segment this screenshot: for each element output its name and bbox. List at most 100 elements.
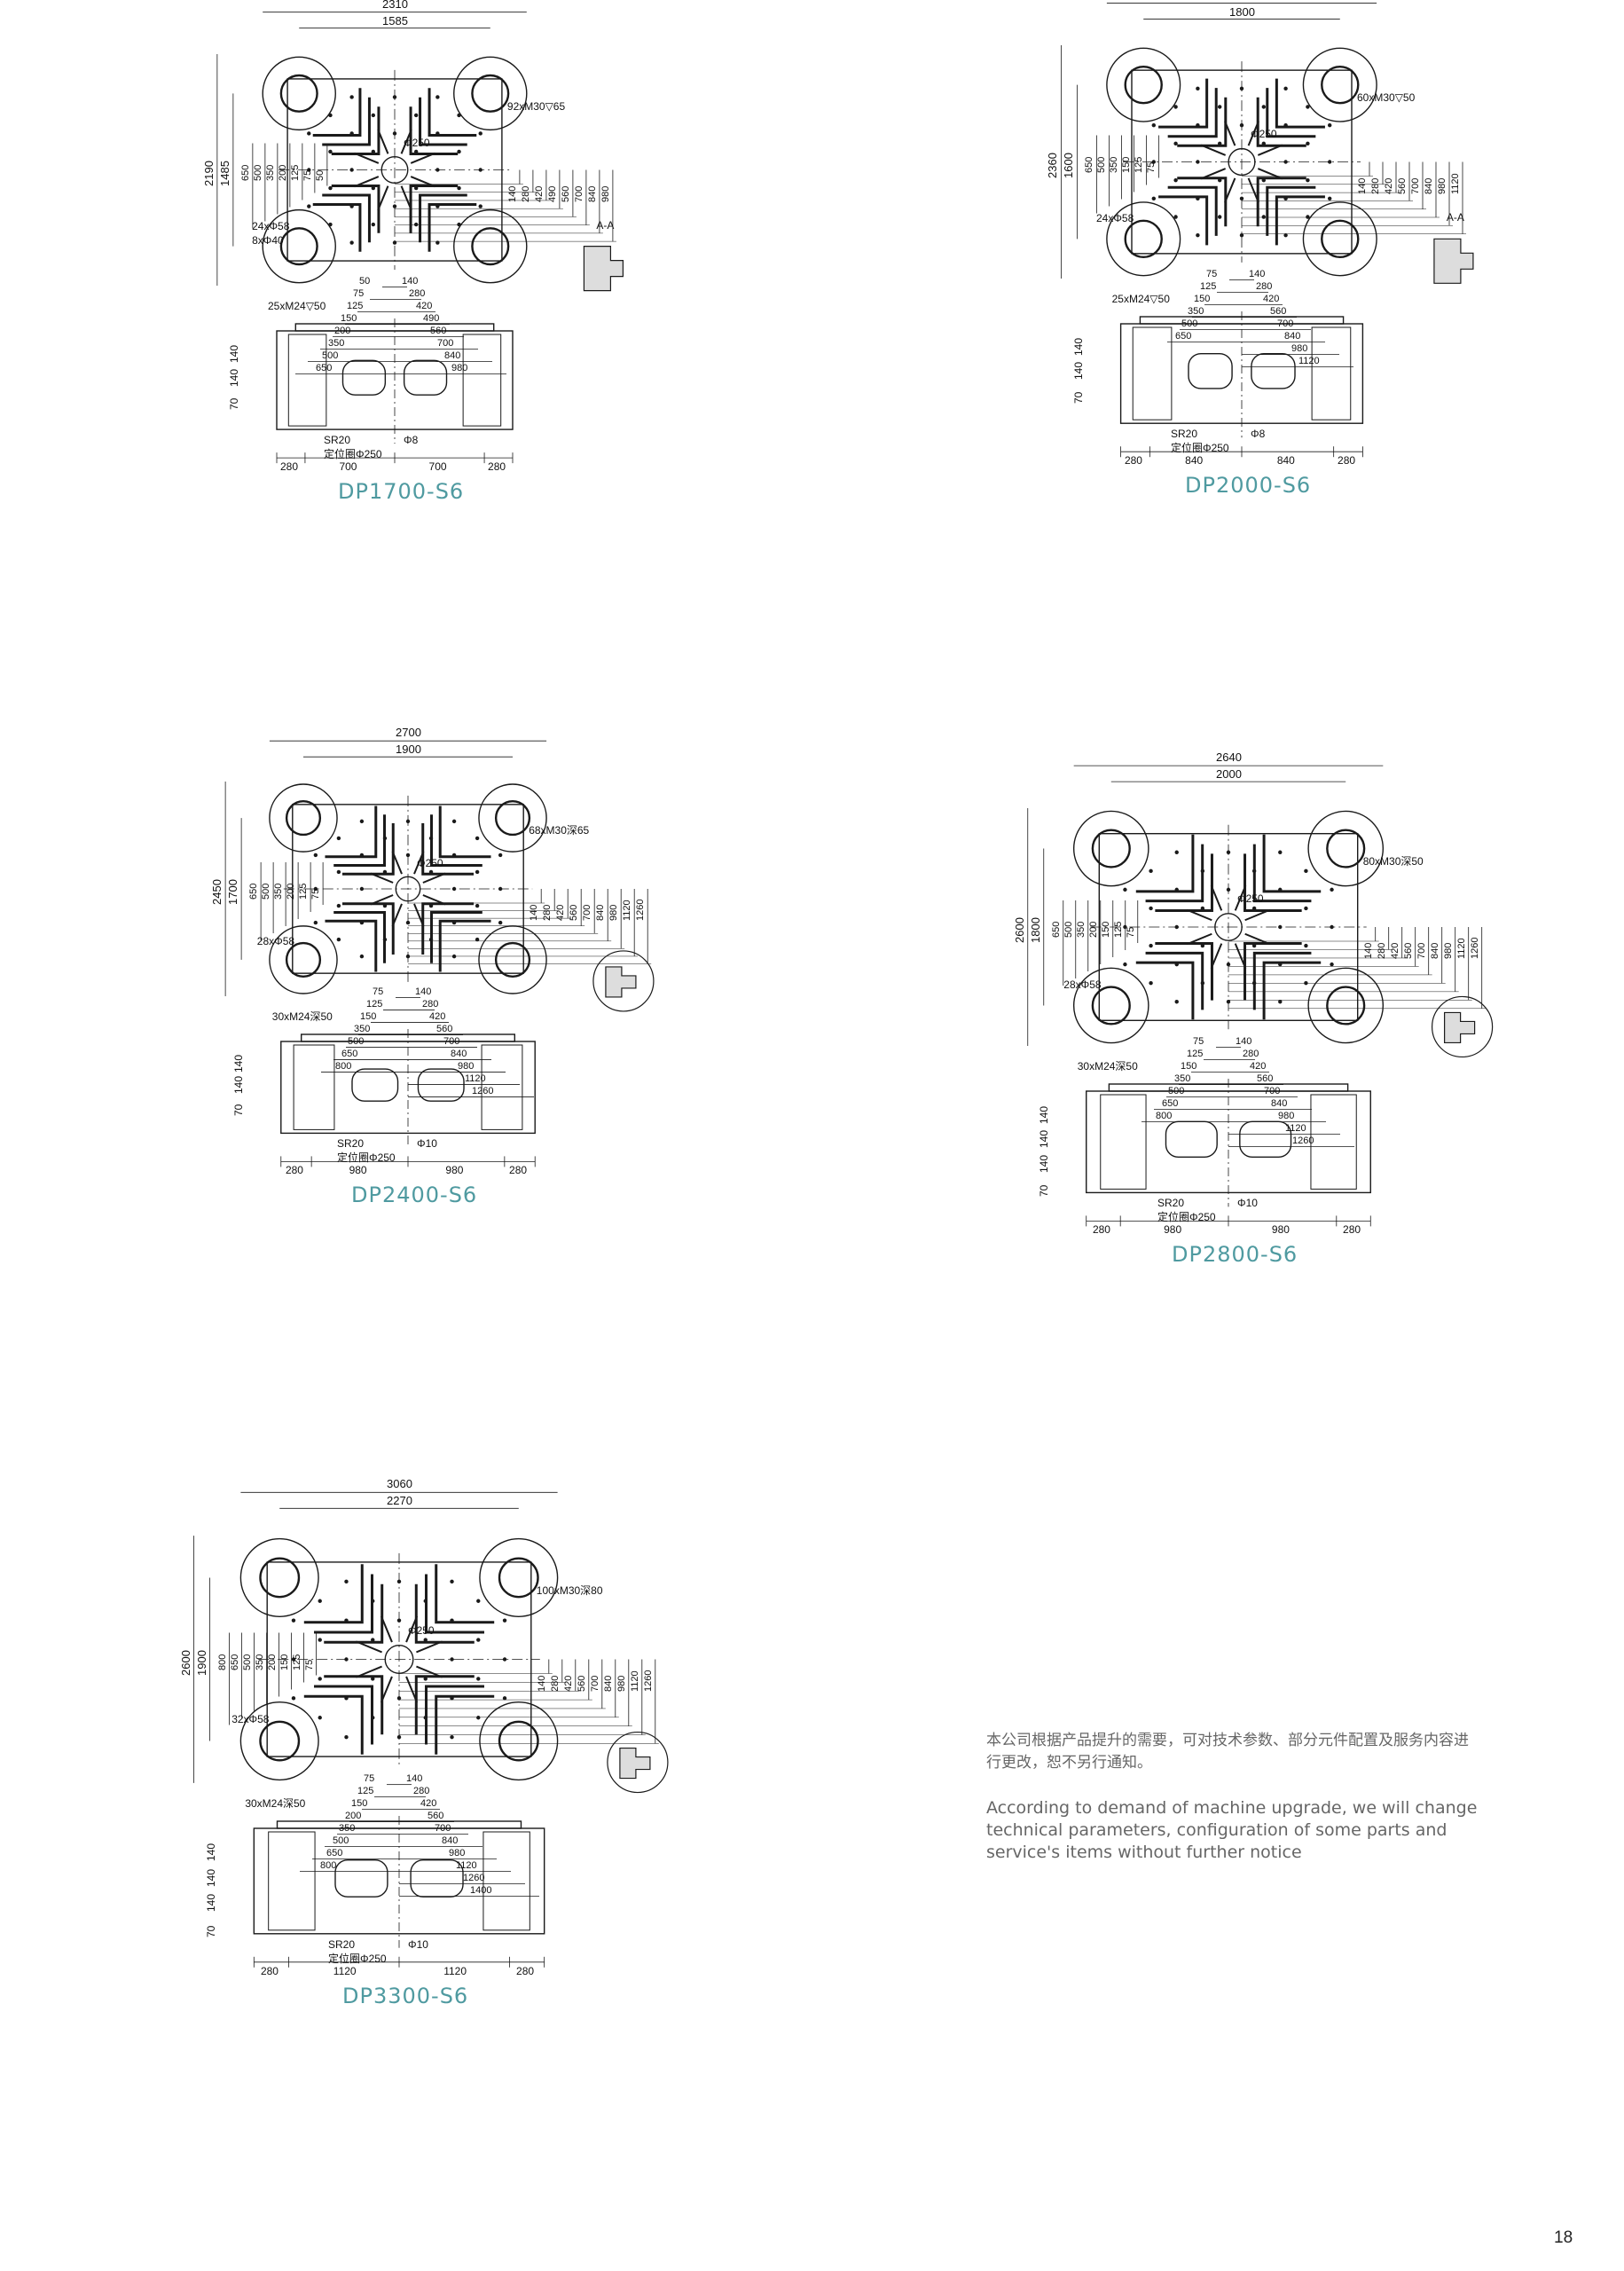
screw-hole <box>382 836 388 841</box>
screw-hole <box>1304 906 1308 911</box>
radial-slot <box>1234 943 1247 970</box>
screw-hole <box>1239 122 1244 128</box>
radial-slot <box>370 872 394 884</box>
callout-locating-ring: 定位圈Φ250 <box>324 448 382 461</box>
dim-text-bottom-right: 980 <box>1278 1110 1295 1121</box>
screw-hole <box>396 1734 402 1740</box>
dim-text-tie-bar-h: 1900 <box>396 743 421 757</box>
callout-center-hole: Φ250 <box>417 856 443 869</box>
radial-slot <box>405 1615 419 1643</box>
screw-hole <box>1239 232 1244 238</box>
front-view-dp2800 <box>1072 810 1385 1044</box>
dim-text-right: 840 <box>602 1675 614 1692</box>
screw-hole <box>428 836 434 841</box>
model-title-dp1700: DP1700-S6 <box>338 479 465 505</box>
l-slot <box>428 203 477 252</box>
dim-text-bottom-right: 1120 <box>1298 355 1320 366</box>
dim-text-bottom: 125 <box>366 998 383 1010</box>
screw-hole <box>457 185 461 191</box>
screw-hole <box>371 1716 375 1720</box>
screw-hole <box>1149 868 1153 874</box>
callout-screw-holes: 60xM30▽50 <box>1357 90 1416 104</box>
tie-bar-hole <box>1321 219 1360 259</box>
screw-hole <box>1330 887 1334 892</box>
side-window-right <box>417 1068 465 1102</box>
tie-bar-hole <box>498 1557 539 1599</box>
callout-ejector-hole: Φ10 <box>1237 1197 1258 1210</box>
dim-text-bottom: 200 <box>334 325 351 336</box>
l-slot <box>435 1694 495 1755</box>
screw-hole <box>1251 868 1257 874</box>
section-mark: A-A <box>1446 211 1464 224</box>
tie-bar-hole <box>1091 986 1131 1025</box>
t-slot-section <box>1433 238 1474 284</box>
screw-hole <box>1278 1000 1283 1004</box>
side-dim-text-bottom: 280 <box>279 460 298 474</box>
dim-text-left: 75 <box>303 1659 315 1670</box>
radial-slot <box>354 152 380 164</box>
screw-hole <box>1218 215 1222 219</box>
dim-text-bottom: 500 <box>1168 1085 1185 1096</box>
section-detail <box>1433 238 1474 284</box>
screw-hole <box>371 113 376 118</box>
dim-text-bottom-right: 1400 <box>470 1884 492 1896</box>
side-window-left <box>341 359 387 396</box>
side-dim-text-bottom: 980 <box>445 1164 464 1177</box>
screw-hole <box>1306 105 1310 109</box>
l-slot <box>1167 185 1218 236</box>
side-window-right <box>403 359 448 396</box>
l-slot <box>421 902 475 955</box>
side-dim-text-bottom: 280 <box>509 1164 528 1177</box>
callout-sphere-radius: SR20 <box>324 434 351 447</box>
screw-hole <box>1283 86 1288 91</box>
radial-slot <box>416 1665 443 1678</box>
side-dim-text-bottom: 1120 <box>333 1964 357 1977</box>
page-number: 18 <box>1554 2228 1573 2247</box>
side-dim-text-left: 70 <box>205 1925 218 1937</box>
l-slot <box>435 1564 495 1624</box>
dim-text-bottom-right: 840 <box>444 350 461 361</box>
screw-hole <box>349 204 354 208</box>
dim-text-left: 800 <box>216 1654 228 1670</box>
side-left-block <box>1132 326 1173 420</box>
l-slot <box>1135 961 1195 1020</box>
side-left-block <box>268 1831 316 1931</box>
screw-hole <box>1278 962 1283 967</box>
l-slot <box>425 1574 484 1634</box>
side-dim-text-bottom: 700 <box>339 460 357 474</box>
dim-text-bottom-right: 1260 <box>463 1872 485 1883</box>
l-slot <box>1145 951 1204 1010</box>
side-right-block <box>462 334 502 427</box>
dim-text-bottom-right: 420 <box>429 1010 446 1022</box>
dim-text-bottom-right: 560 <box>436 1023 453 1034</box>
notice-chinese: 本公司根据产品提升的需要，可对技术参数、部分元件配置及服务内容进行更改，恕不另行… <box>986 1732 1469 1772</box>
dim-text-bottom-right: 840 <box>1284 330 1301 342</box>
screw-hole <box>371 185 376 191</box>
callout-center-hole: Φ250 <box>1237 892 1264 906</box>
radial-slot <box>1186 908 1212 922</box>
dim-text-bottom: 150 <box>341 312 357 324</box>
screw-hole <box>475 836 480 841</box>
screw-hole <box>291 1696 296 1701</box>
screw-hole <box>382 937 388 942</box>
side-right-block <box>481 1044 523 1130</box>
dim-text-bottom-right: 280 <box>1256 280 1273 292</box>
screw-hole <box>1283 160 1288 164</box>
screw-hole <box>476 1638 481 1642</box>
screw-hole <box>307 204 311 208</box>
tie-bar-hole <box>1124 219 1163 259</box>
t-slot-round-section <box>1432 995 1494 1058</box>
screw-hole <box>1200 980 1205 986</box>
l-slot <box>409 185 459 233</box>
mounting-holes <box>291 1579 507 1740</box>
dim-text-bottom: 75 <box>353 287 365 299</box>
radial-slot <box>400 185 412 211</box>
screw-hole <box>344 1734 349 1740</box>
l-slot <box>341 902 395 955</box>
l-slot <box>1256 97 1306 147</box>
screw-hole <box>435 95 440 99</box>
dim-text-overall-width: 2310 <box>382 0 408 11</box>
screw-hole <box>382 869 388 875</box>
